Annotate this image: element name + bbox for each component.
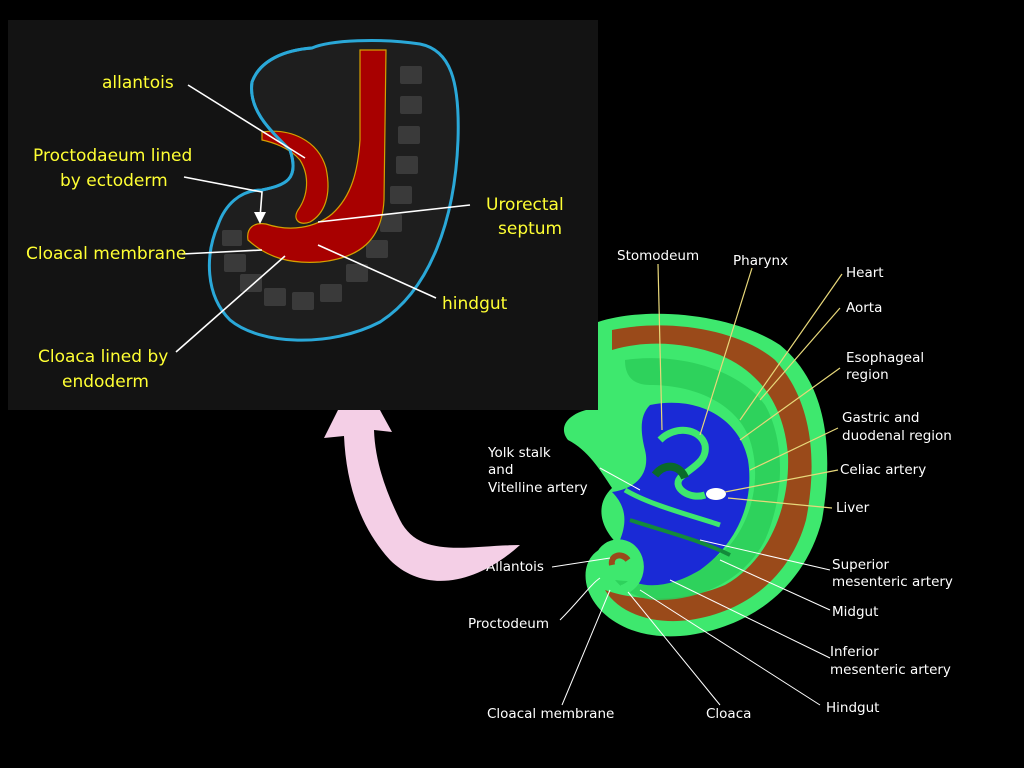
leader-proctodeum: [559, 577, 601, 621]
label-hindgut-embryo: Hindgut: [826, 700, 879, 716]
leader-inset-cloacal-membrane: [181, 249, 263, 255]
leader-sup-mes: [699, 539, 831, 571]
leader-inset-hindgut: [317, 244, 437, 299]
label-heart: Heart: [846, 265, 884, 281]
leader-celiac: [724, 469, 839, 493]
label-proctodeum: Proctodeum: [468, 616, 549, 632]
leader-liver: [727, 497, 833, 509]
embryo-liver: [706, 488, 726, 500]
label-cloacal-membrane-embryo: Cloacal membrane: [487, 706, 614, 722]
embryo-illustration: Stomodeum Pharynx Heart Aorta Esophageal…: [468, 248, 953, 722]
label-yolk-3: Vitelline artery: [488, 480, 588, 496]
leader-midgut: [719, 559, 831, 611]
label-inset-proctodaeum-2: by ectoderm: [60, 171, 168, 191]
label-inset-cloaca-1: Cloaca lined by: [38, 347, 168, 367]
leader-inset-urorectal: [317, 204, 471, 223]
leader-stomodeum: [657, 263, 663, 431]
leader-inset-cloaca: [175, 255, 286, 353]
leader-esophageal: [739, 367, 841, 441]
label-stomodeum: Stomodeum: [617, 248, 699, 264]
label-inset-allantois: allantois: [102, 73, 174, 93]
arrowhead-proctodaeum: [254, 212, 266, 224]
leader-cloaca: [627, 591, 721, 706]
leader-hindgut: [639, 589, 821, 706]
embryo-hindgut-curl: [594, 539, 644, 595]
embryo-yolk-stalk: [623, 487, 721, 528]
leader-cloacal-membrane: [561, 589, 611, 706]
label-celiac: Celiac artery: [840, 462, 926, 478]
embryo-inner-layer: [615, 358, 780, 600]
label-inset-proctodaeum-1: Proctodaeum lined: [33, 146, 192, 166]
leader-inset-allantois: [187, 84, 306, 159]
label-yolk-1: Yolk stalk: [487, 445, 551, 461]
label-gastric-2: duodenal region: [842, 428, 952, 444]
label-sup-mes-1: Superior: [832, 557, 890, 573]
embryo-foregut: [657, 426, 709, 500]
label-sup-mes-2: mesenteric artery: [832, 574, 953, 590]
label-inset-urorectal-2: septum: [498, 219, 562, 239]
leader-allantois: [551, 557, 611, 568]
inset-somites: [222, 66, 422, 310]
leader-pharynx: [699, 267, 753, 436]
leader-heart: [739, 273, 843, 421]
label-inset-cloacal-membrane: Cloacal membrane: [26, 244, 186, 264]
label-inf-mes-2: mesenteric artery: [830, 662, 951, 678]
label-inf-mes-1: Inferior: [830, 644, 879, 660]
label-inset-urorectal-1: Urorectal: [486, 195, 564, 215]
label-cloaca-embryo: Cloaca: [706, 706, 751, 722]
magnify-arrow: [324, 370, 520, 581]
label-pharynx: Pharynx: [733, 253, 788, 269]
leader-inf-mes: [669, 579, 831, 659]
label-esophageal-1: Esophageal: [846, 350, 924, 366]
leader-gastric: [749, 427, 839, 471]
inset-allantois-tube: [261, 130, 329, 224]
leader-yolk: [599, 467, 641, 491]
leader-inset-proctodaeum: [183, 176, 263, 219]
label-esophageal-2: region: [846, 367, 889, 383]
inset-hindgut: [247, 49, 387, 263]
label-yolk-2: and: [488, 462, 513, 478]
label-gastric-1: Gastric and: [842, 410, 919, 426]
label-allantois-embryo: Allantois: [486, 559, 544, 575]
label-inset-cloaca-2: endoderm: [62, 372, 149, 392]
label-aorta: Aorta: [846, 300, 882, 316]
label-inset-hindgut: hindgut: [442, 294, 508, 314]
label-midgut: Midgut: [832, 604, 878, 620]
inset-panel: allantois Proctodaeum lined by ectoderm …: [8, 20, 598, 410]
label-liver: Liver: [836, 500, 870, 516]
leader-aorta: [759, 307, 841, 401]
